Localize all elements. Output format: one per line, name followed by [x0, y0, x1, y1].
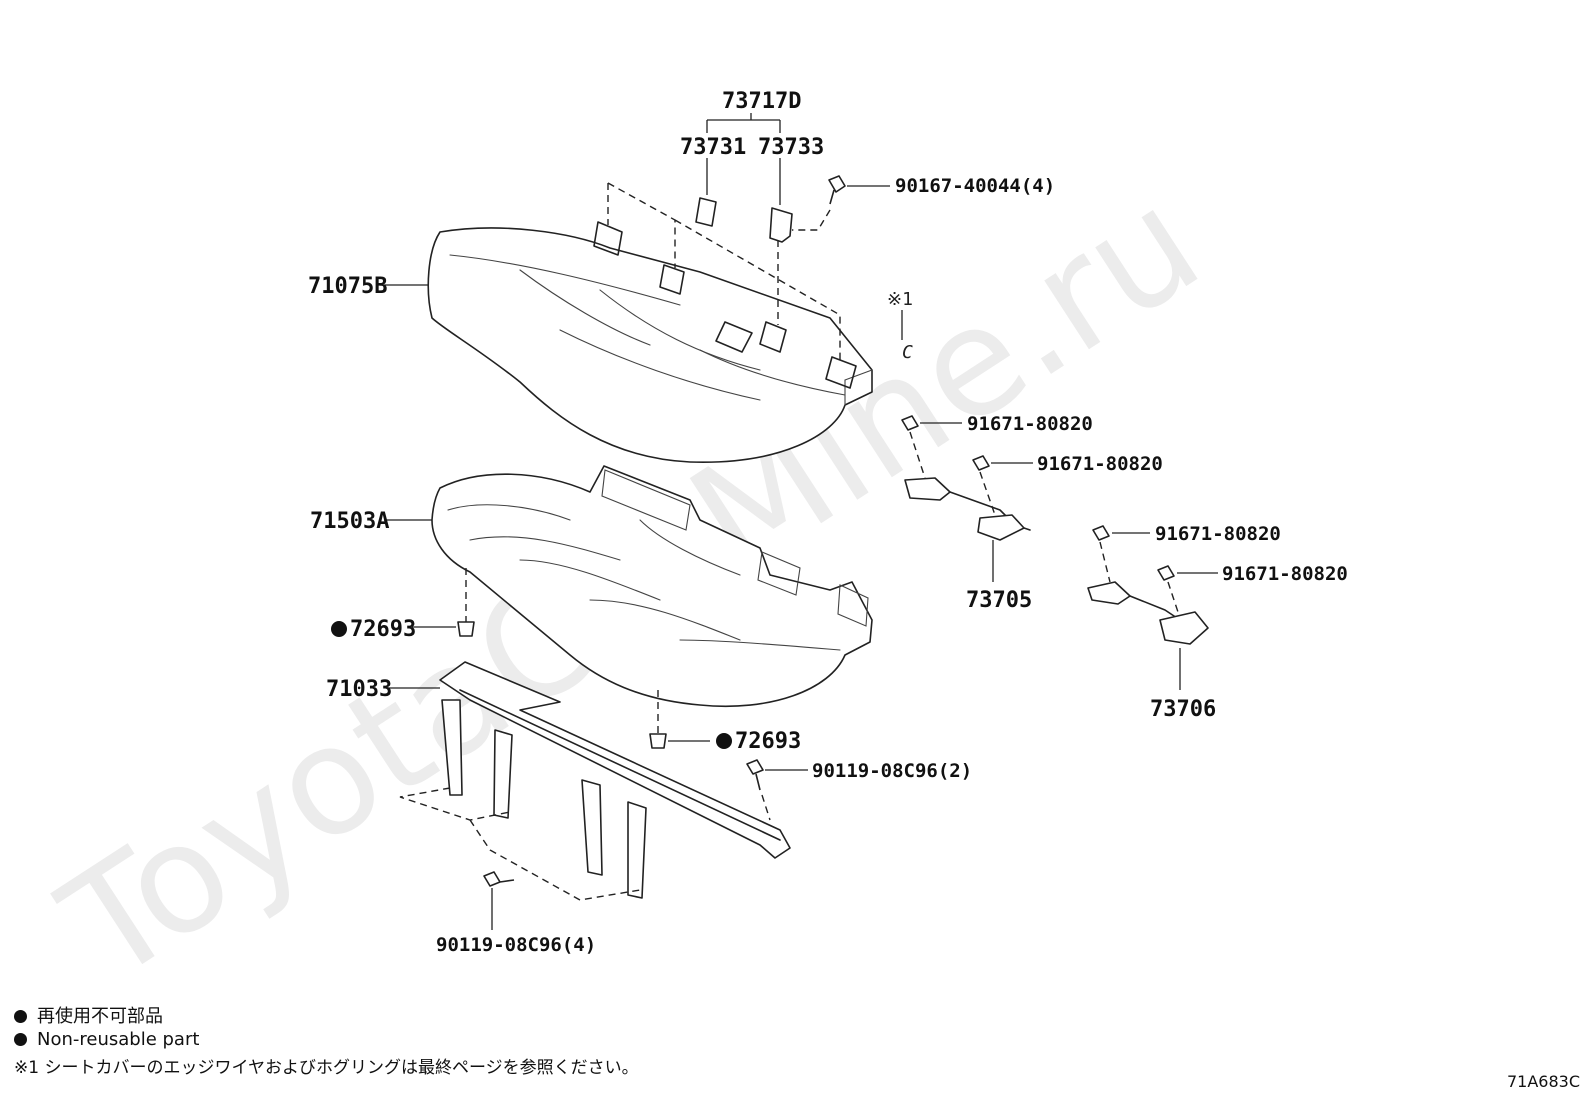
- label-91671-80820-b: 91671-80820: [1037, 453, 1163, 475]
- non-reusable-dot-a: [331, 621, 347, 637]
- label-90167-40044: 90167-40044(4): [895, 175, 1055, 197]
- label-72693-lower: 72693: [735, 729, 801, 754]
- non-reusable-dot-b: [716, 733, 732, 749]
- label-73731: 73731: [680, 135, 746, 160]
- seat-cover-drawing: [427, 221, 873, 463]
- label-91671-80820-d: 91671-80820: [1222, 563, 1348, 585]
- note-mark-1: ※1: [887, 289, 913, 310]
- label-71033: 71033: [326, 677, 392, 702]
- retainer-73731: [695, 197, 717, 227]
- screw-90167: [828, 175, 846, 205]
- bolt-90119-bottom: [483, 871, 515, 887]
- label-71503A: 71503A: [310, 509, 389, 534]
- bullet-dot-icon: [14, 1010, 27, 1023]
- frame-drawing: [439, 661, 791, 899]
- retainer-guide: [607, 182, 841, 360]
- legend-note-text: ※1 シートカバーのエッジワイヤおよびホグリングは最終ページを参照ください。: [14, 1058, 639, 1078]
- label-91671-80820-a: 91671-80820: [967, 413, 1093, 435]
- label-71075B: 71075B: [308, 274, 387, 299]
- legend-text-en: Non-reusable part: [37, 1029, 200, 1050]
- c-ring-mark: C: [902, 342, 913, 363]
- clip-72693-upper: [457, 621, 475, 637]
- hook-73705-drawing: [901, 415, 1031, 541]
- diagram-code: 71A683C: [1506, 1072, 1580, 1091]
- label-91671-80820-c: 91671-80820: [1155, 523, 1281, 545]
- legend-line-en: Non-reusable part: [14, 1029, 199, 1050]
- retainer-73733: [769, 207, 793, 243]
- label-73733: 73733: [758, 135, 824, 160]
- label-72693-upper: 72693: [350, 617, 416, 642]
- clip-72693-lower: [649, 733, 667, 749]
- legend-note: ※1 シートカバーのエッジワイヤおよびホグリングは最終ページを参照ください。: [14, 1053, 639, 1078]
- label-90119-08C96-2: 90119-08C96(2): [812, 760, 972, 782]
- bolt-90119-right: [746, 759, 764, 791]
- label-73717D: 73717D: [722, 89, 801, 114]
- bullet-dot-icon: [14, 1033, 27, 1046]
- label-90119-08C96-4: 90119-08C96(4): [436, 934, 596, 956]
- label-73705: 73705: [966, 588, 1032, 613]
- label-73706: 73706: [1150, 697, 1216, 722]
- legend-text-jp: 再使用不可部品: [37, 1006, 163, 1027]
- seat-pad-drawing: [431, 465, 873, 708]
- hook-73706-drawing: [1087, 525, 1209, 645]
- legend-line-jp: 再使用不可部品: [14, 1002, 163, 1028]
